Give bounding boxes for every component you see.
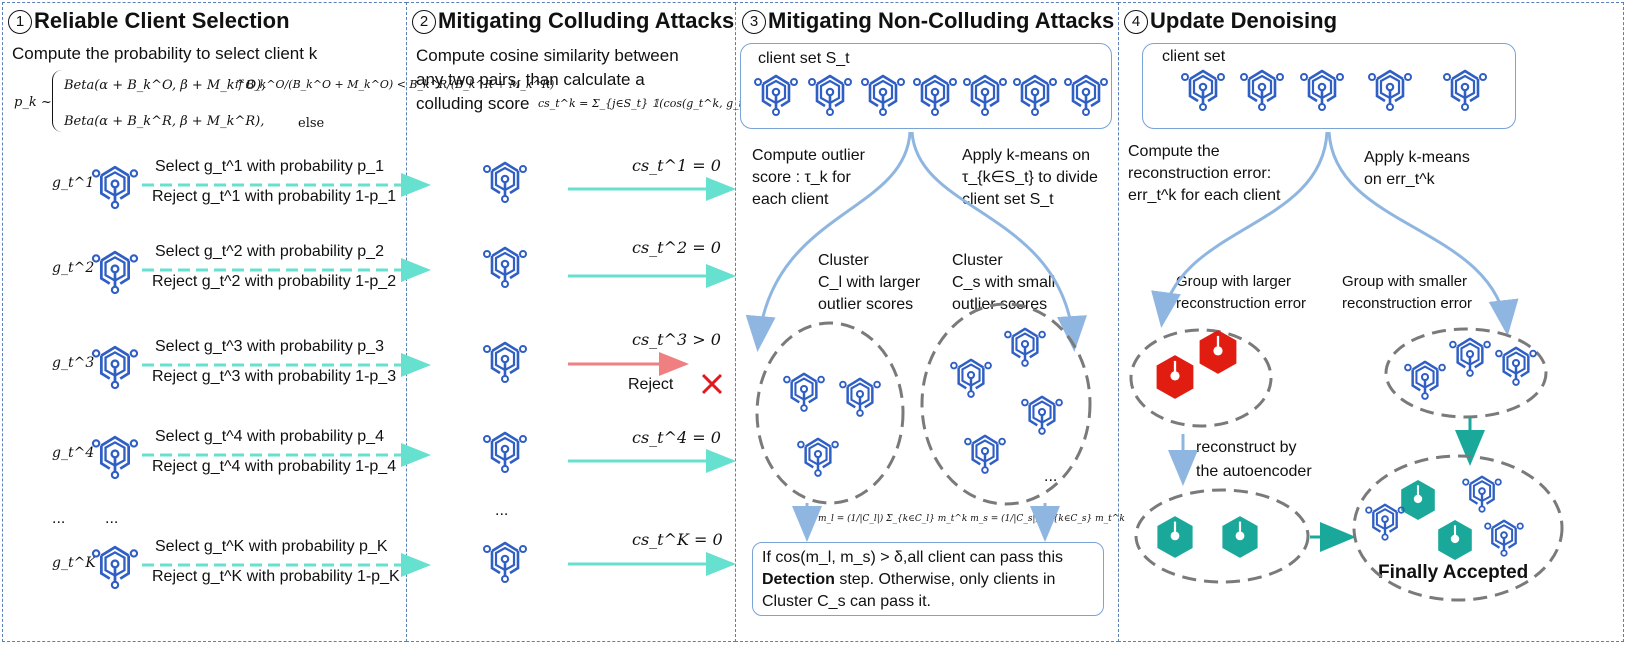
kmeans-desc-p4-1: Apply k-means — [1364, 149, 1470, 166]
formula-cond2: else — [298, 116, 325, 131]
select-probability-text: Select g_t^3 with probability p_3 — [155, 338, 384, 355]
group-large-2: reconstruction error — [1176, 295, 1307, 312]
cluster-s-1: Cluster — [952, 252, 1003, 269]
cluster-l-3: outlier scores — [818, 296, 914, 313]
panel-update-denoising — [1118, 2, 1624, 642]
group-small-2: reconstruction error — [1342, 295, 1473, 312]
client-set-label-p4: client set — [1162, 48, 1226, 65]
panel2-title-text: Mitigating Colluding Attacks — [438, 8, 735, 33]
client-set-label-p3: client set S_t — [758, 50, 850, 67]
reject-probability-text: Reject g_t^K with probability 1-p_K — [152, 568, 400, 585]
group-large-label: Group with larger reconstruction error — [1176, 271, 1306, 315]
panel3-title-text: Mitigating Non-Colluding Attacks — [768, 8, 1115, 33]
row-label: g_t^4 — [52, 445, 95, 461]
finally-accepted-label: Finally Accepted — [1378, 562, 1529, 583]
kmeans-desc-p3: Apply k-means on τ_{k∈S_t} to divide cli… — [962, 145, 1098, 211]
panel2-ellipsis: ... — [495, 502, 509, 519]
row-label: g_t^1 — [52, 175, 95, 191]
cluster-s-label: Cluster C_s with small outlier scores — [952, 250, 1055, 316]
formula-lhs: p_k ~ — [14, 95, 52, 110]
cluster-s-3: outlier scores — [952, 296, 1048, 313]
row-label: g_t^2 — [52, 260, 95, 276]
detection-line3: Cluster C_s can pass it. — [762, 593, 931, 610]
recon-desc-2: reconstruction error: — [1128, 165, 1272, 182]
cluster-l-2: C_l with larger — [818, 274, 921, 291]
row-ellipsis-icon: ... — [105, 510, 119, 527]
panel1-subtitle: Compute the probability to select client… — [12, 44, 318, 63]
reject-probability-text: Reject g_t^4 with probability 1-p_4 — [152, 458, 397, 475]
panel2-desc3: colluding score — [416, 94, 530, 113]
reconstruct-2: the autoencoder — [1196, 463, 1312, 480]
colluding-score: cs_t^K = 0 — [632, 530, 723, 549]
kmeans-desc-p3-1: Apply k-means on — [962, 147, 1091, 164]
panel3-number: 3 — [742, 10, 766, 34]
detection-result-text: If cos(m_l, m_s) > δ,all client can pass… — [762, 547, 1063, 613]
recon-desc-3: err_t^k for each client — [1128, 187, 1281, 204]
select-probability-text: Select g_t^1 with probability p_1 — [155, 158, 384, 175]
mean-formula: m_l = (1/|C_l|) Σ_{k∈C_l} m_t^k m_s = (1… — [818, 514, 1125, 524]
colluding-score: cs_t^4 = 0 — [632, 428, 721, 447]
row-label: g_t^3 — [52, 355, 95, 371]
group-small-label: Group with smaller reconstruction error — [1342, 271, 1472, 315]
select-probability-text: Select g_t^K with probability p_K — [155, 538, 388, 555]
group-small-1: Group with smaller — [1342, 273, 1468, 290]
panel2-number: 2 — [412, 10, 436, 34]
detection-result-box — [752, 542, 1104, 616]
formula-case2: Beta(α + B_k^R, β + M_k^R), — [64, 114, 265, 129]
kmeans-desc-p4: Apply k-means on err_t^k — [1364, 147, 1470, 191]
kmeans-desc-p3-3: client set S_t — [962, 191, 1054, 208]
outlier-desc-3: each client — [752, 191, 829, 208]
formula-case1: Beta(α + B_k^O, β + M_k^O), — [64, 78, 266, 93]
kmeans-desc-p4-2: on err_t^k — [1364, 171, 1435, 188]
panel2-desc2: any two pairs, than calculate a — [416, 70, 645, 89]
colluding-score: cs_t^3 > 0 — [632, 330, 721, 349]
panel3-ellipsis: ... — [1044, 468, 1058, 485]
colluding-score: cs_t^1 = 0 — [632, 156, 721, 175]
reject-probability-text: Reject g_t^2 with probability 1-p_2 — [152, 273, 397, 290]
panel4-title-text: Update Denoising — [1150, 8, 1338, 33]
panel4-number: 4 — [1124, 10, 1148, 34]
reconstruct-1: reconstruct by — [1196, 439, 1297, 456]
detection-line2: step. Otherwise, only clients in — [834, 571, 1056, 588]
panel2-desc1: Compute cosine similarity between — [416, 46, 679, 65]
outlier-desc: Compute outlier score : τ_k for each cli… — [752, 145, 865, 211]
kmeans-desc-p3-2: τ_{k∈S_t} to divide — [962, 169, 1098, 186]
cluster-l-label: Cluster C_l with larger outlier scores — [818, 250, 920, 316]
row-ellipsis-label: ... — [52, 510, 66, 527]
cluster-l-1: Cluster — [818, 252, 869, 269]
detection-bold: Detection — [762, 571, 835, 588]
panel1-title-text: Reliable Client Selection — [34, 8, 290, 33]
outlier-desc-2: score : τ_k for — [752, 169, 851, 186]
reconstruct-label: reconstruct by the autoencoder — [1196, 436, 1312, 484]
formula-brace — [52, 70, 65, 132]
detection-line1: If cos(m_l, m_s) > δ,all client can pass… — [762, 549, 1064, 566]
recon-error-desc: Compute the reconstruction error: err_t^… — [1128, 141, 1280, 207]
recon-desc-1: Compute the — [1128, 143, 1220, 160]
row-label: g_t^K — [52, 555, 96, 571]
outlier-desc-1: Compute outlier — [752, 147, 865, 164]
reject-label: Reject — [628, 376, 674, 393]
group-large-1: Group with larger — [1176, 273, 1292, 290]
select-probability-text: Select g_t^2 with probability p_2 — [155, 243, 384, 260]
colluding-score: cs_t^2 = 0 — [632, 238, 721, 257]
reject-probability-text: Reject g_t^3 with probability 1-p_3 — [152, 368, 397, 385]
select-probability-text: Select g_t^4 with probability p_4 — [155, 428, 384, 445]
cluster-s-2: C_s with small — [952, 274, 1056, 291]
formula-cond1: if B_k^O/(B_k^O + M_k^O) < B_k^R/(B_k^R … — [235, 78, 555, 91]
panel1-number: 1 — [8, 10, 32, 34]
colluding-score-formula: cs_t^k = Σ_{j∈S_t} 𝟙(cos(g_t^k, g_t^j) >… — [538, 97, 797, 110]
reject-probability-text: Reject g_t^1 with probability 1-p_1 — [152, 188, 397, 205]
